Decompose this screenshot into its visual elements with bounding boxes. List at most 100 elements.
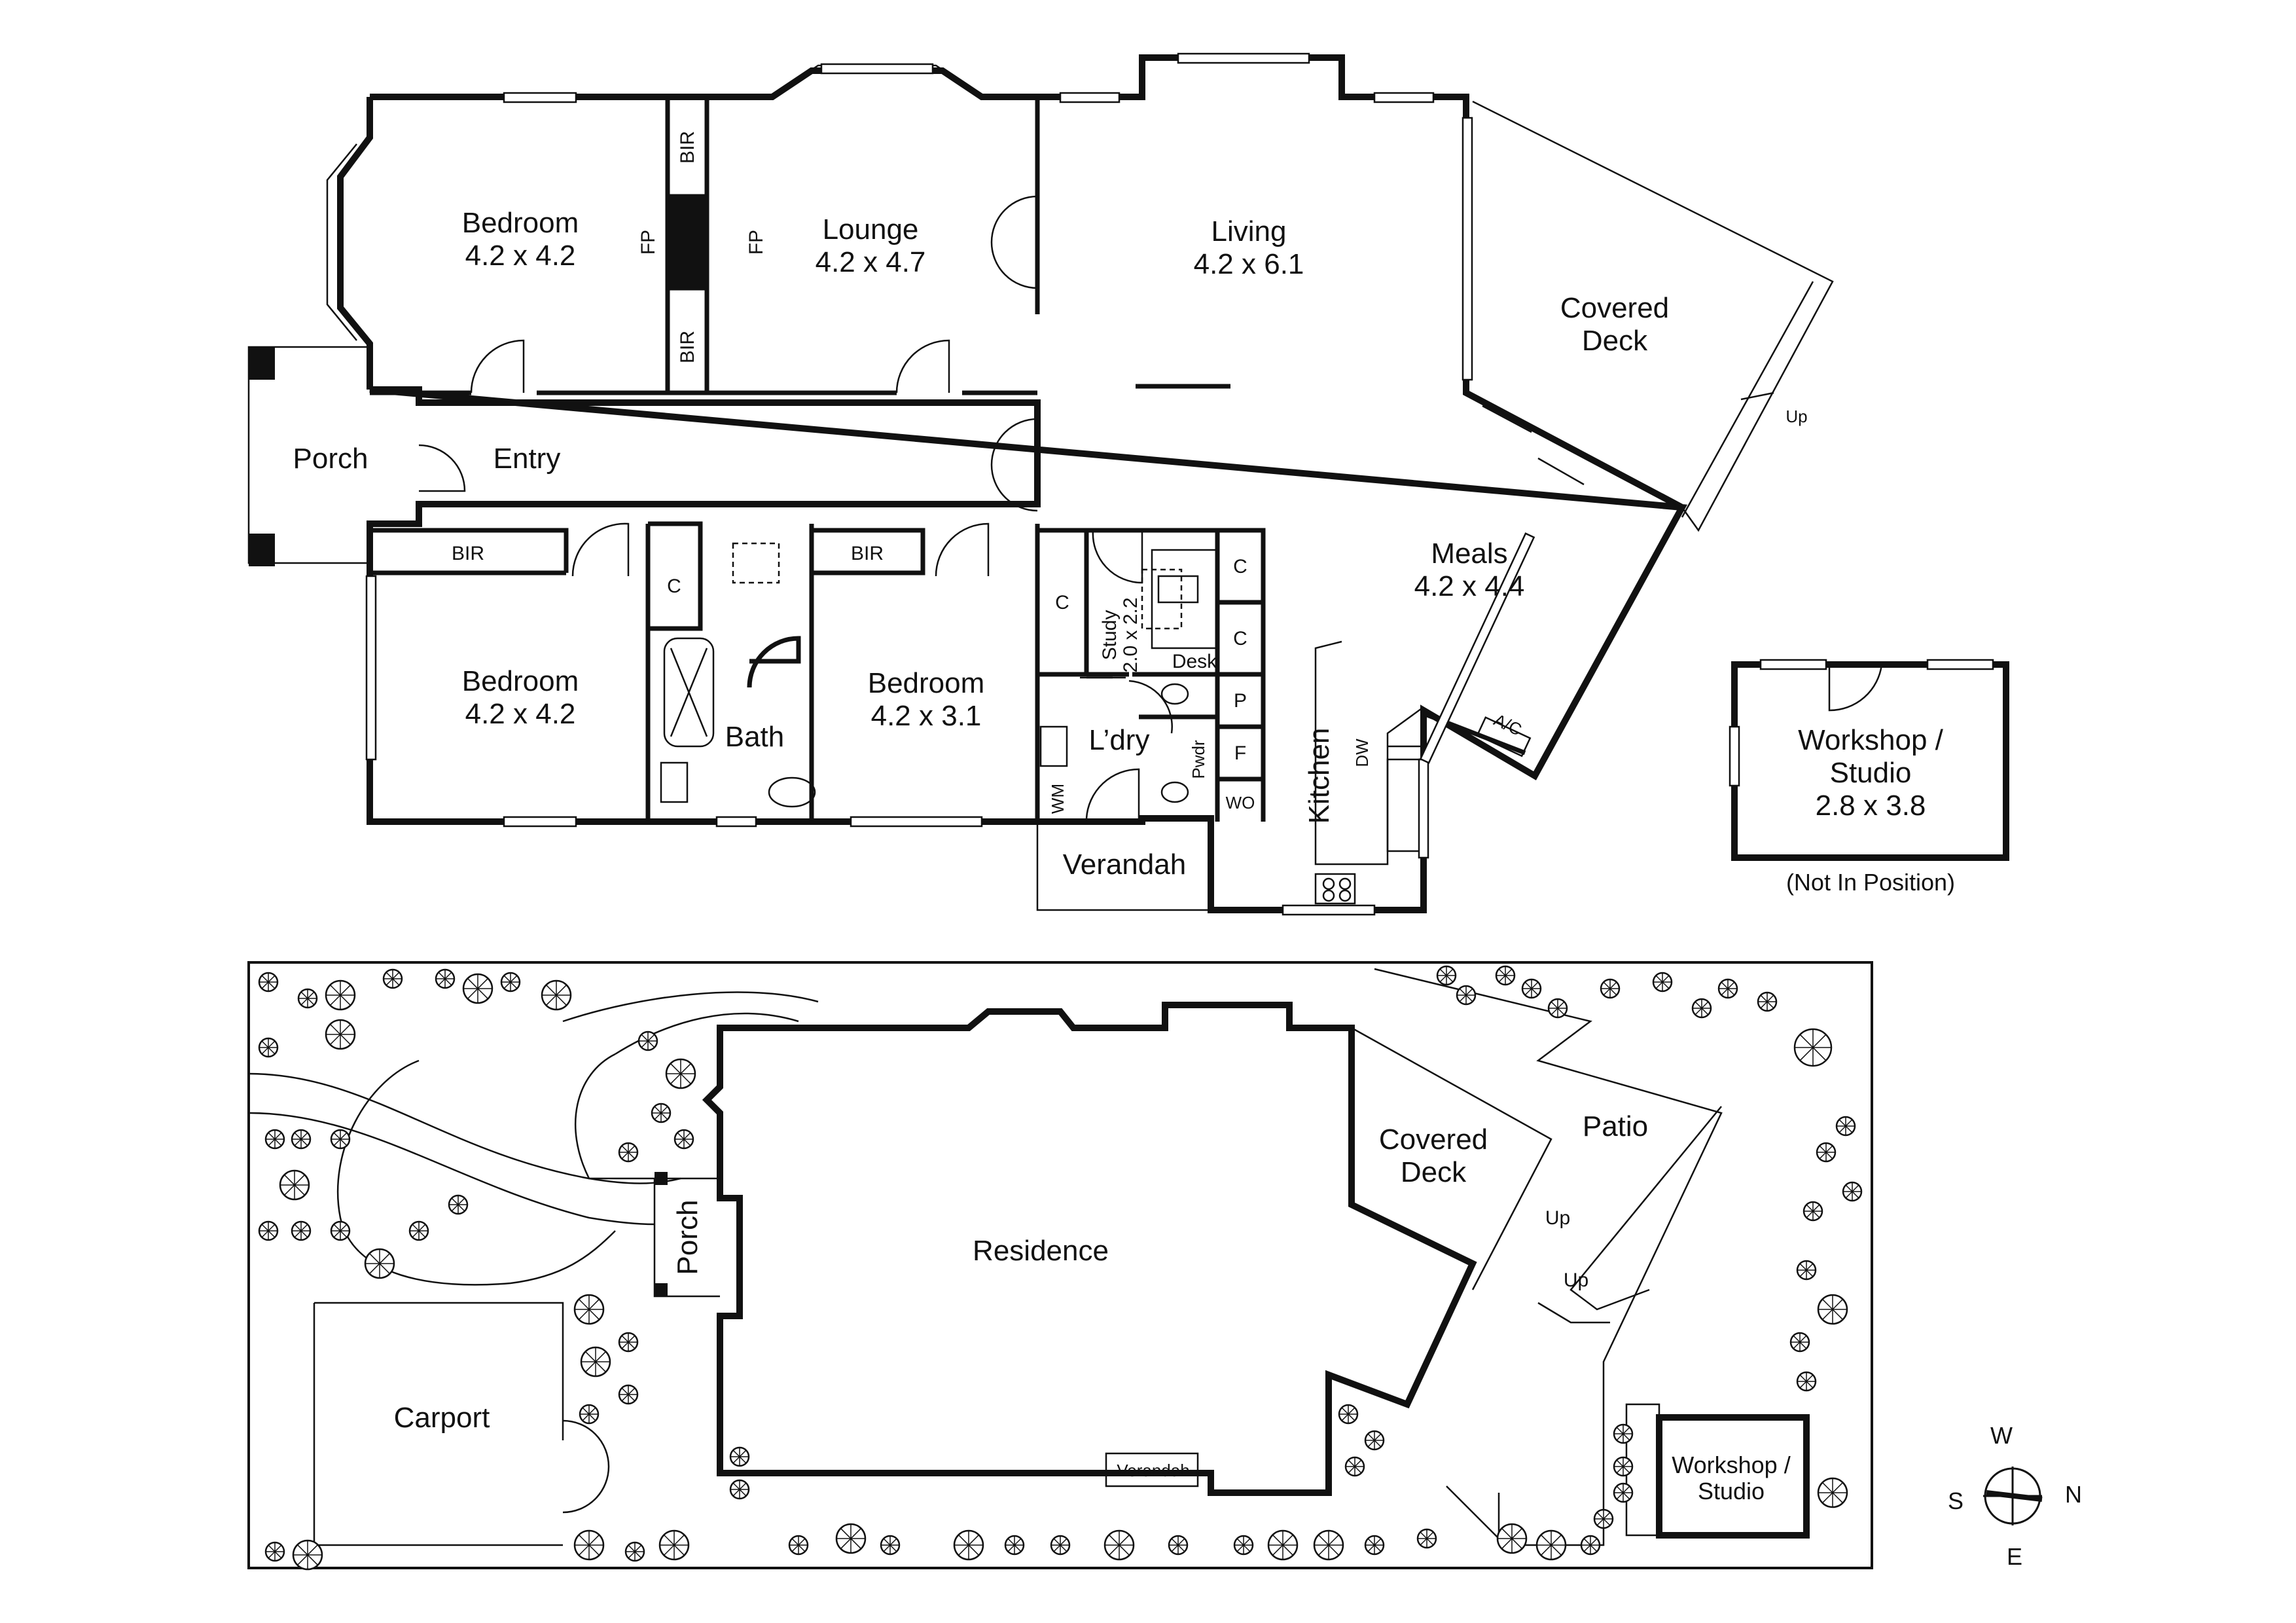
shrub-detail xyxy=(261,1040,276,1055)
shrub-detail xyxy=(628,1544,642,1559)
bedroom-2-size: 4.2 x 4.2 xyxy=(465,698,576,730)
bedroom-window xyxy=(503,92,577,103)
study-size: 2.0 x 2.2 xyxy=(1120,597,1141,672)
shrub-detail xyxy=(1603,981,1617,996)
shrub-detail xyxy=(1367,1433,1382,1448)
site-covered-deck-label-1: Covered xyxy=(1379,1123,1488,1156)
site-porch-label: Porch xyxy=(672,1200,704,1275)
site-covered-deck-label-2: Deck xyxy=(1401,1156,1467,1188)
shrub-detail xyxy=(677,1132,691,1146)
washing-machine-label: WM xyxy=(1048,784,1067,814)
covered-deck-label-1: Covered xyxy=(1560,292,1669,324)
site-workshop-label-2: Studio xyxy=(1698,1478,1765,1504)
shrub-detail xyxy=(1596,1512,1611,1526)
shrub-detail xyxy=(1498,968,1513,983)
shrub-detail xyxy=(1793,1335,1807,1349)
shrub-detail xyxy=(578,1298,600,1321)
living-label: Living xyxy=(1211,215,1287,247)
shrub-detail xyxy=(261,975,276,989)
entry-label: Entry xyxy=(493,443,561,475)
shrub-detail xyxy=(1760,994,1774,1009)
porch-label: Porch xyxy=(293,443,368,475)
fridge-label: F xyxy=(1234,742,1246,764)
shrub-detail xyxy=(296,1544,319,1566)
shrub-detail xyxy=(268,1544,282,1559)
shrub-detail xyxy=(791,1538,806,1552)
shrub-detail xyxy=(670,1063,692,1085)
shrub-detail xyxy=(333,1224,348,1238)
shrub-detail xyxy=(451,1197,465,1212)
shrub-detail xyxy=(412,1224,426,1238)
carport-outline xyxy=(313,1302,564,1568)
pantry-label: P xyxy=(1234,690,1247,712)
bedroom-bay-wall xyxy=(337,97,373,390)
shrub-detail xyxy=(300,991,315,1006)
floor-plan: Bedroom 4.2 x 4.2 Lounge 4.2 x 4.7 Livin… xyxy=(247,52,2009,916)
cupboard-label-2: C xyxy=(1055,592,1069,613)
meals-label: Meals xyxy=(1431,538,1507,570)
shrub-detail xyxy=(732,1450,747,1464)
shrub-detail xyxy=(1501,1527,1523,1550)
workshop-label-2: Studio xyxy=(1830,757,1912,789)
shrub-detail xyxy=(1272,1534,1294,1556)
cupboard-label-3: C xyxy=(1233,556,1247,577)
shrub-detail xyxy=(1616,1459,1630,1474)
shrub-detail xyxy=(1806,1204,1820,1218)
shrub-detail xyxy=(386,972,400,986)
shrub-detail xyxy=(1655,975,1670,989)
shrub-detail xyxy=(329,1023,351,1046)
covered-deck-label-2: Deck xyxy=(1582,325,1648,357)
bedroom-1-size: 4.2 x 4.2 xyxy=(465,240,576,272)
workshop-note: (Not In Position) xyxy=(1786,869,1955,896)
wall-oven-label: WO xyxy=(1226,793,1255,812)
shrub-detail xyxy=(1348,1459,1362,1474)
deck-up-label: Up xyxy=(1785,407,1807,426)
shrub-detail xyxy=(1799,1374,1814,1389)
shrub-detail xyxy=(883,1538,897,1552)
shrub-detail xyxy=(503,975,518,989)
bedroom-3-label: Bedroom xyxy=(868,667,985,699)
compass-east: E xyxy=(2007,1543,2022,1570)
shrub-detail xyxy=(1420,1531,1434,1546)
living-window xyxy=(1177,52,1310,64)
shrub-detail xyxy=(1616,1427,1630,1441)
bedroom-3-size: 4.2 x 3.1 xyxy=(871,700,982,732)
shrub-detail xyxy=(261,1224,276,1238)
shrub-detail xyxy=(1318,1534,1340,1556)
shrub-detail xyxy=(1839,1119,1853,1133)
shrub-detail xyxy=(1341,1407,1355,1421)
workshop-size: 2.8 x 3.8 xyxy=(1816,790,1926,822)
shrub-detail xyxy=(654,1106,668,1120)
covered-deck-outline xyxy=(1472,100,1834,532)
meals-size: 4.2 x 4.4 xyxy=(1414,570,1525,602)
shrub-detail xyxy=(1799,1263,1814,1277)
shrub-detail xyxy=(621,1335,636,1349)
laundry-label: L’dry xyxy=(1089,724,1150,756)
shrub-detail xyxy=(1845,1184,1859,1199)
bir-label-2: BIR xyxy=(677,331,698,363)
shrub-detail xyxy=(1819,1145,1833,1159)
landscape-trees xyxy=(258,965,1863,1571)
verandah-outline xyxy=(1036,822,1211,911)
shrub-detail xyxy=(1540,1534,1562,1556)
lounge-label: Lounge xyxy=(823,213,919,246)
shrub-detail xyxy=(1367,1538,1382,1552)
air-con-label: A/C xyxy=(1491,710,1525,740)
shrub-detail xyxy=(294,1224,308,1238)
site-plan: W N S E Residence Covered Deck Patio Por… xyxy=(247,961,2082,1571)
lounge-size: 4.2 x 4.7 xyxy=(816,246,926,278)
shrub-detail xyxy=(1007,1538,1022,1552)
site-patio-up-label: Up xyxy=(1564,1269,1588,1291)
shrub-detail xyxy=(958,1534,980,1556)
house-outer-wall xyxy=(367,54,1688,913)
shrub-detail xyxy=(1721,981,1735,996)
site-boundary xyxy=(247,961,1873,1569)
shrub-detail xyxy=(368,1252,391,1275)
shrub-detail xyxy=(582,1407,596,1421)
bir-label-3: BIR xyxy=(452,543,484,564)
bedroom-2-label: Bedroom xyxy=(462,665,579,697)
workshop-label-1: Workshop / xyxy=(1798,724,1943,756)
site-workshop-label-1: Workshop / xyxy=(1672,1451,1790,1478)
shrub-detail xyxy=(329,984,351,1006)
shrub-detail xyxy=(1171,1538,1185,1552)
